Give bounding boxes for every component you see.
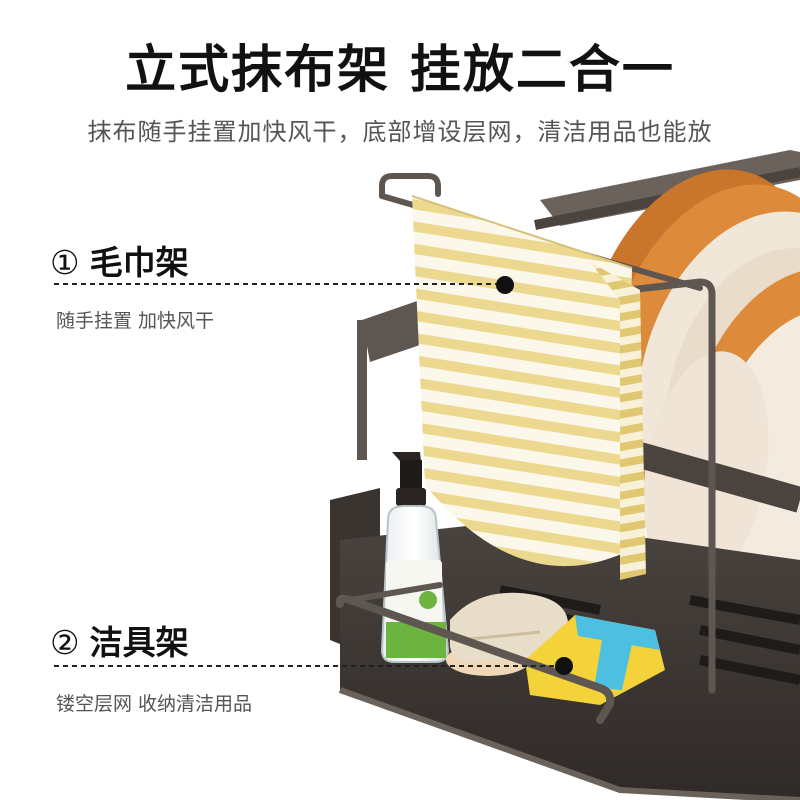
callout-towel-rack-desc: 随手挂置 加快风干 <box>56 310 215 332</box>
headline: 立式抹布架 挂放二合一 <box>125 41 675 100</box>
callout-cleaner-leader <box>54 657 573 675</box>
callout-number: ② <box>50 623 80 662</box>
subline: 抹布随手挂置加快风干，底部增设层网，清洁用品也能放 <box>87 118 713 146</box>
callout-number: ① <box>50 243 80 282</box>
callout-title-text: 洁具架 <box>89 623 189 662</box>
callout-title-text: 毛巾架 <box>89 243 189 282</box>
rack-side-rail <box>357 300 800 513</box>
striped-towel <box>411 195 646 580</box>
callout-towel-leader <box>54 276 514 294</box>
callout-cleaner-rack-desc: 镂空层网 收纳清洁用品 <box>56 693 253 715</box>
accessory-shelf-rail <box>335 582 615 724</box>
kitchen-sponge <box>525 615 665 705</box>
